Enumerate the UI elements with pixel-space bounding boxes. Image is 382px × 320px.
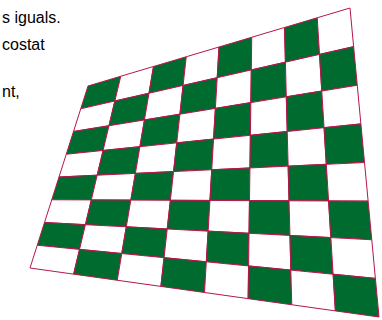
board-cell xyxy=(66,126,109,155)
text-fragment: costat xyxy=(2,36,45,54)
board-cell xyxy=(248,266,292,305)
board-cell xyxy=(215,70,251,108)
board-cell xyxy=(161,258,206,293)
board-cell xyxy=(80,225,127,254)
board-cell xyxy=(97,147,140,176)
board-cell xyxy=(291,270,336,311)
board-cell xyxy=(212,135,251,169)
board-cell xyxy=(210,168,250,201)
board-cell xyxy=(37,223,85,250)
board-cell xyxy=(103,120,144,151)
board-cell xyxy=(117,254,164,287)
board-cell xyxy=(131,172,174,201)
board-cell xyxy=(329,201,372,240)
board-cell xyxy=(85,200,130,227)
board-cell xyxy=(285,54,321,96)
text-fragment-box: nt, xyxy=(2,83,20,101)
board-cell xyxy=(249,166,289,201)
board-cell xyxy=(333,274,379,317)
board-cell xyxy=(249,233,291,270)
board-cell xyxy=(289,201,331,238)
text-fragment: s iguals. xyxy=(2,9,61,27)
text-fragment-box: costat xyxy=(2,36,45,54)
board-cell xyxy=(164,229,208,262)
board-cell xyxy=(288,164,328,201)
text-fragment-box: s iguals. xyxy=(2,9,61,27)
board-cell xyxy=(324,124,364,164)
board-cell xyxy=(177,108,216,142)
board-cell xyxy=(206,231,249,266)
board-cell xyxy=(135,143,176,174)
board-cell xyxy=(126,200,170,229)
board-cell xyxy=(140,114,180,147)
board-cell xyxy=(326,163,368,202)
board-cell xyxy=(30,245,80,274)
text-fragment: nt, xyxy=(2,83,20,101)
board-cell xyxy=(74,249,122,280)
board-cell xyxy=(174,139,214,172)
board-cell xyxy=(59,150,103,177)
board-cell xyxy=(208,200,249,233)
board-cell xyxy=(286,91,324,131)
board-cell xyxy=(287,128,326,166)
board-cell xyxy=(167,200,210,231)
board-cell xyxy=(249,201,290,236)
board-cell xyxy=(250,131,288,167)
board-cell xyxy=(214,103,251,139)
board-cell xyxy=(52,175,97,200)
board-cell xyxy=(331,238,376,279)
board-cell xyxy=(251,62,286,102)
board-cell xyxy=(250,97,287,135)
board-cell xyxy=(122,227,167,258)
board-cell xyxy=(320,47,358,91)
board-cell xyxy=(170,170,211,201)
board-cell xyxy=(91,173,135,200)
board-cell xyxy=(45,200,92,225)
board-cell xyxy=(290,235,333,274)
board-cell xyxy=(205,262,249,299)
board-cell xyxy=(322,85,361,127)
